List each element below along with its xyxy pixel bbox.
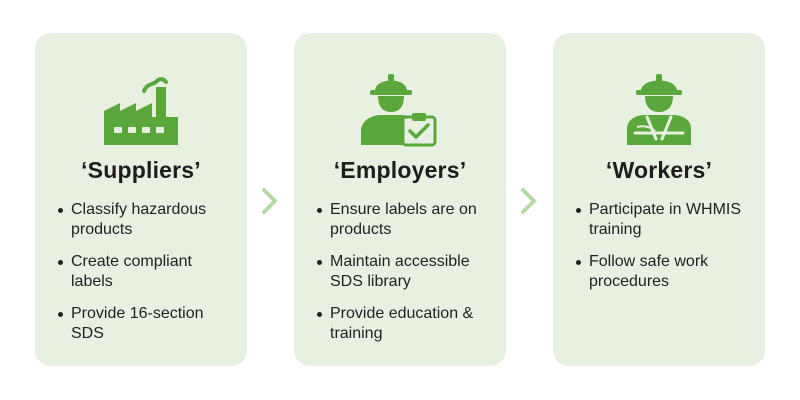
- employers-bullet-list: Ensure labels are on products Maintain a…: [316, 200, 494, 356]
- workers-card: ‘Workers’ Participate in WHMIS training …: [553, 33, 765, 366]
- worker-vest-icon: [627, 74, 691, 145]
- bullet-text: Follow safe work procedures: [589, 253, 709, 290]
- bullet-text: Participate in WHMIS training: [589, 201, 742, 238]
- bullet-text: Create compliant labels: [71, 253, 192, 290]
- employers-card: ‘Employers’ Ensure labels are on product…: [294, 33, 506, 366]
- suppliers-bullet-list: Classify hazardous products Create compl…: [57, 200, 235, 356]
- bullet-text: Provide education & training: [330, 305, 474, 342]
- bullet-text: Ensure labels are on products: [330, 201, 477, 238]
- bullet-item: Follow safe work procedures: [575, 252, 753, 292]
- bullet-text: Maintain accessible SDS library: [330, 253, 470, 290]
- bullet-dot: [576, 260, 581, 265]
- chevron-right-icon: [262, 188, 277, 214]
- bullet-item: Provide 16-section SDS: [57, 304, 235, 344]
- suppliers-title: ‘Suppliers’: [81, 157, 201, 183]
- bullet-item: Ensure labels are on products: [316, 200, 494, 240]
- bullet-dot: [58, 208, 63, 213]
- employers-title: ‘Employers’: [333, 157, 467, 183]
- bullet-item: Provide education & training: [316, 304, 494, 344]
- bullet-dot: [317, 260, 322, 265]
- bullet-text: Classify hazardous products: [71, 201, 207, 238]
- bullet-dot: [58, 312, 63, 317]
- bullet-dot: [576, 208, 581, 213]
- bullet-dot: [58, 260, 63, 265]
- bullet-item: Classify hazardous products: [57, 200, 235, 240]
- workers-title: ‘Workers’: [605, 157, 713, 183]
- worker-clipboard-icon: [361, 74, 437, 147]
- bullet-item: Maintain accessible SDS library: [316, 252, 494, 292]
- bullet-dot: [317, 208, 322, 213]
- bullet-dot: [317, 312, 322, 317]
- chevron-right-icon: [521, 188, 536, 214]
- suppliers-card: ‘Suppliers’ Classify hazardous products …: [35, 33, 247, 366]
- bullet-text: Provide 16-section SDS: [71, 305, 204, 342]
- factory-icon: [104, 77, 178, 145]
- workers-bullet-list: Participate in WHMIS training Follow saf…: [575, 200, 753, 304]
- bullet-item: Participate in WHMIS training: [575, 200, 753, 240]
- bullet-item: Create compliant labels: [57, 252, 235, 292]
